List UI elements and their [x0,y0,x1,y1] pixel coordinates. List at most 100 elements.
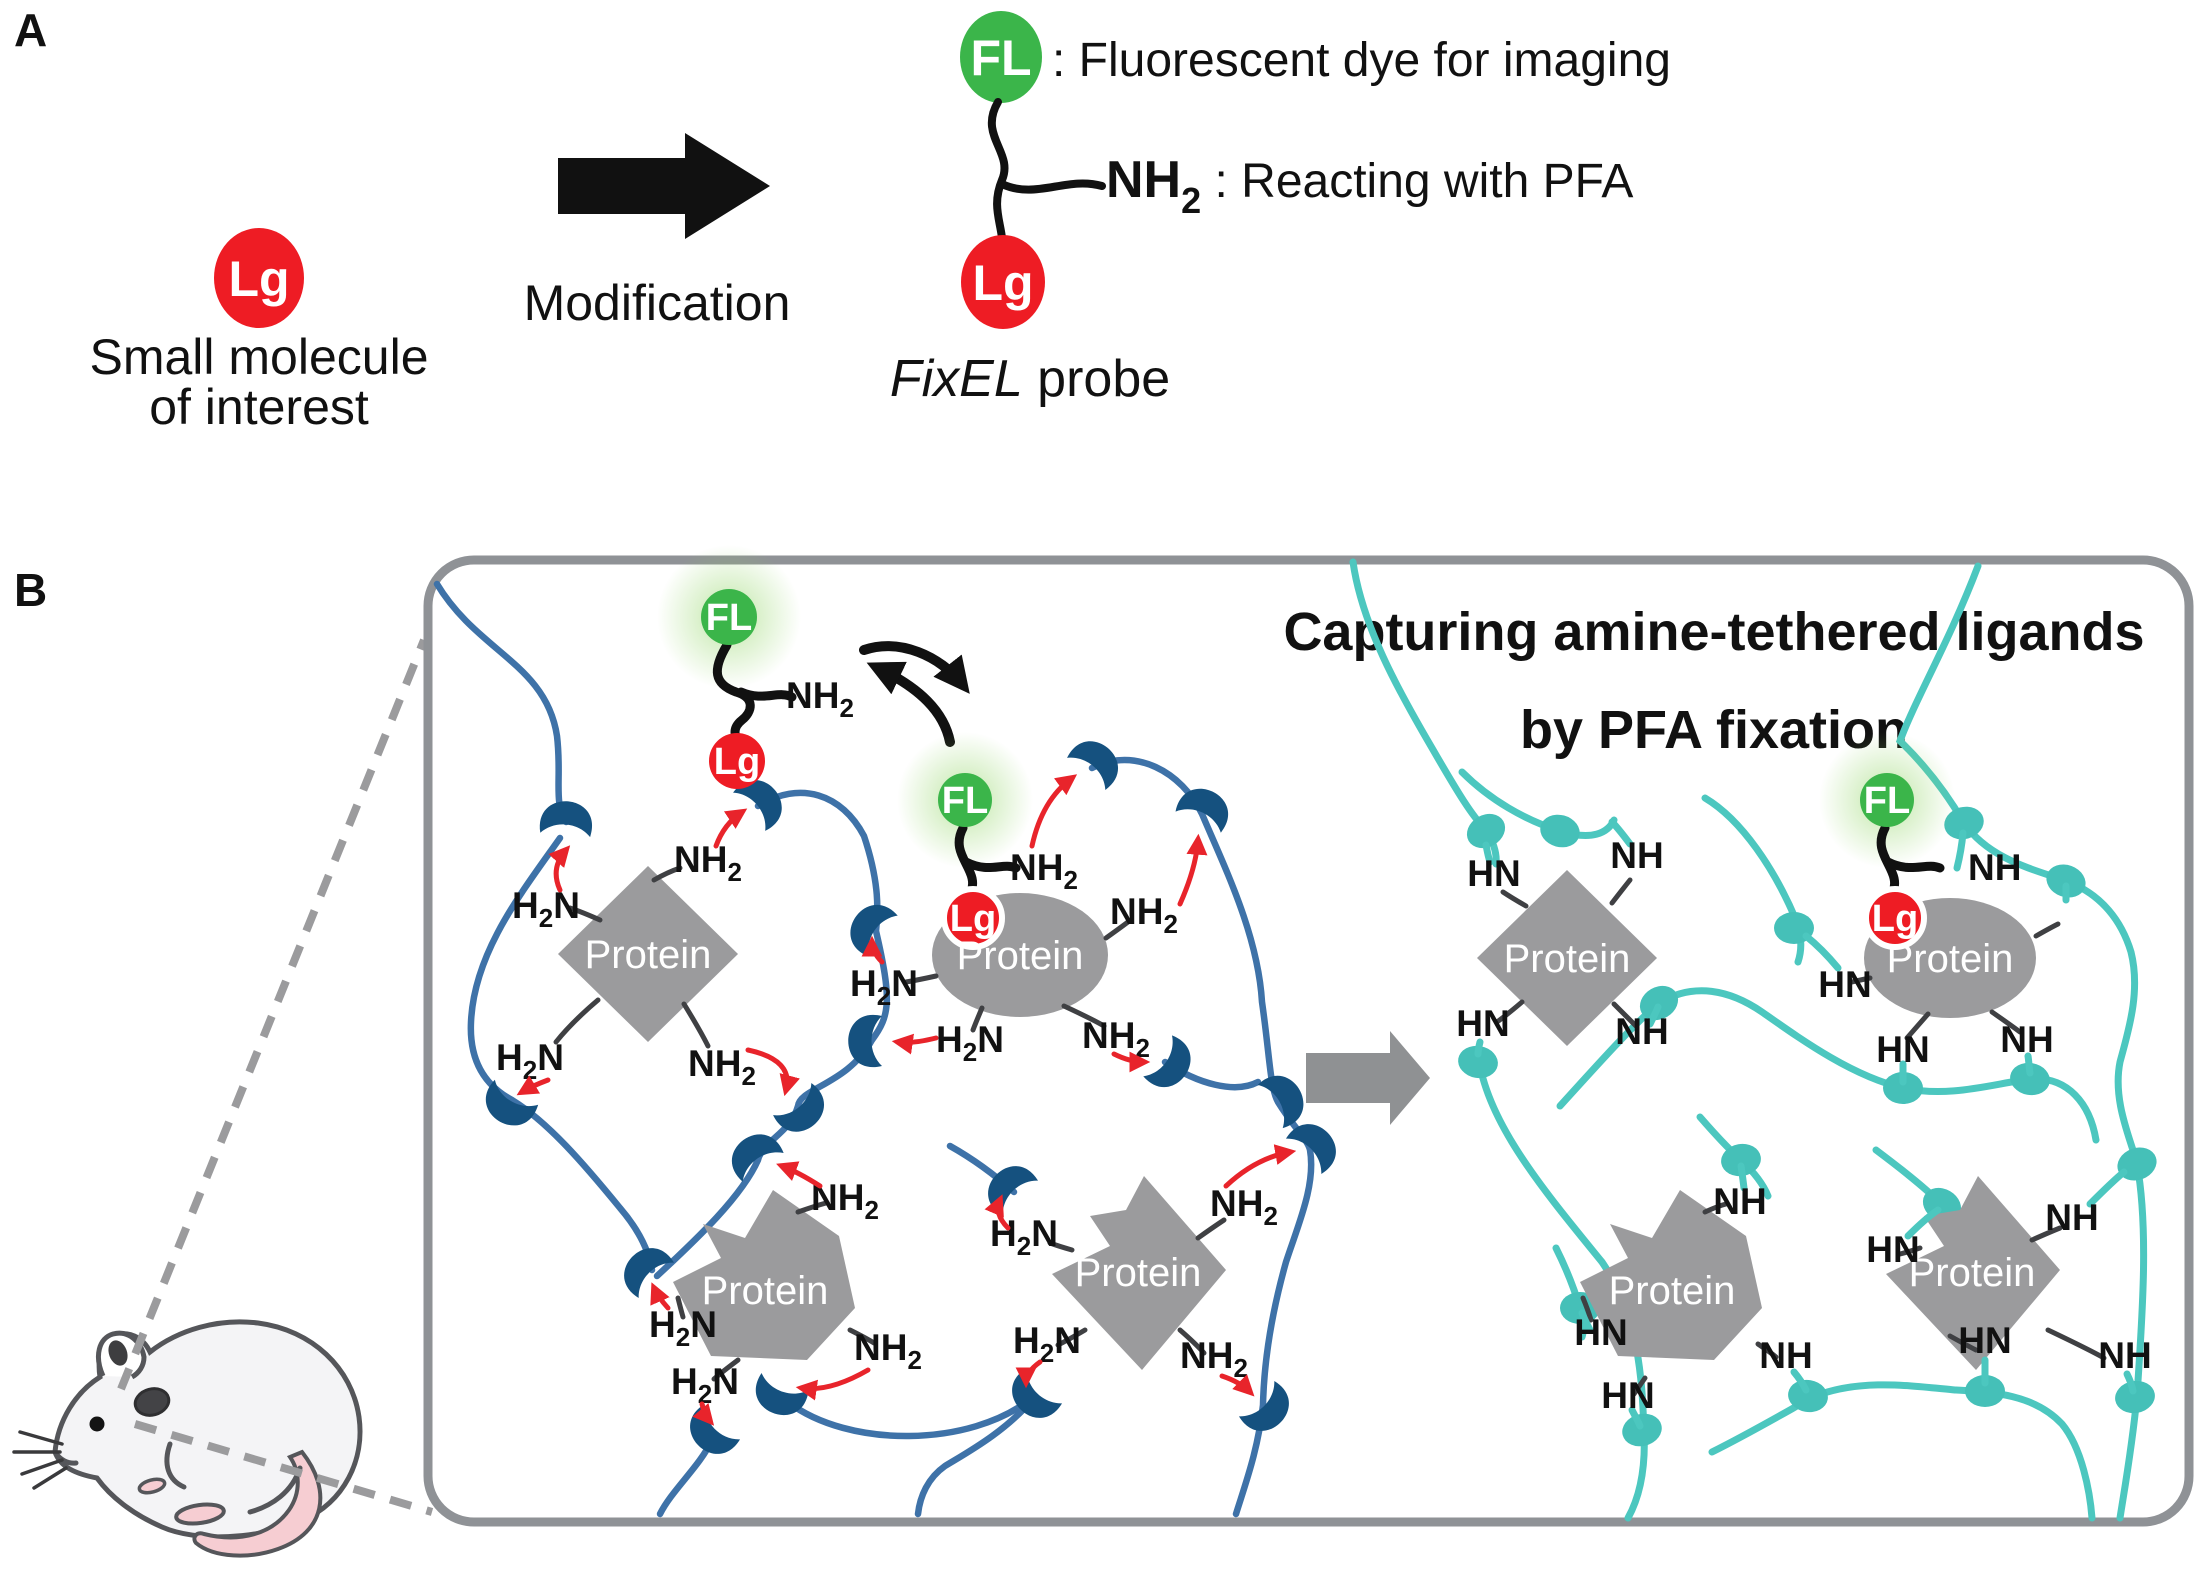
nh-label: NH [1968,847,2021,888]
protein-label: Protein [585,933,712,977]
mouse-mouth [52,1449,79,1466]
protein-label: Protein [1609,1269,1736,1313]
crosslink-bead [2115,1380,2155,1414]
h2n-label: H2N [1013,1320,1081,1368]
fluorophore-badge-label: FL [1864,780,1910,822]
nh2-label: NH2 [688,1043,756,1091]
mouse-eye [89,1416,105,1432]
mouse-paw [137,1477,167,1495]
ligand-badge-label: Lg [228,251,289,307]
ligand-circle [214,228,304,328]
ligand-badge-label: Lg [1872,898,1918,940]
probe-amine-label: NH2 : Reacting with PFA [1106,151,1633,221]
pre-fixation-state: Protein Protein Protein H2N NH2 H2 [433,545,1346,1518]
protein-blob [1886,1176,2060,1370]
nh-label: NH [1610,835,1663,876]
protein-label: Protein [1909,1251,2036,1295]
probe-linker [712,640,755,750]
nh2-label: NH2 [811,1177,879,1225]
ligand-badge-label: Lg [714,741,760,783]
hn-label: HN [1958,1320,2011,1361]
nh2-label: NH2 [854,1327,922,1375]
mouse-whiskers [12,1430,68,1490]
crosslink-bead [1458,1045,1498,1079]
ligand-circle [1863,886,1927,950]
protein-label: Protein [1887,937,2014,981]
h2n-label: H2N [671,1361,739,1409]
nh-label: NH [2000,1019,2053,1060]
protein-label: Protein [1504,937,1631,981]
crosslink-beads [1458,806,2157,1447]
crosslink-bead [1944,806,1984,840]
ligand-circle [709,733,765,789]
crosslink-bead [1639,985,1679,1021]
crosslink-bead [2046,864,2086,898]
nh2-label: NH2 [786,675,854,723]
fluorophore-badge-label: FL [706,597,752,639]
protein-diamond [558,866,738,1042]
post-fixation-state: Protein Protein Protein FL Lg Protein [1349,558,2157,1522]
panel-a: A Lg Small molecule of interest Modifica… [14,4,1671,435]
probe-amine-branch [1883,857,1945,873]
probe-amine-branch [961,857,1021,873]
crosslink-bead [2010,1062,2050,1096]
amide-stubs [1494,877,2107,1397]
panel-b-letter: B [14,564,47,616]
protein-label: Protein [702,1269,829,1313]
amine-stubs [553,865,1227,1382]
crosslink-bead [1721,1143,1761,1177]
fluorophore-legend: : Fluorescent dye for imaging [1052,34,1671,87]
crosslink-bead [1540,814,1580,848]
probe-amine-branch [736,687,797,702]
nh2-label: NH2 [1210,1183,1278,1231]
hn-label: HN [1601,1375,1654,1416]
nh2-label: NH2 [1110,891,1178,939]
nh-label: NH [2045,1197,2098,1238]
h2n-label: H2N [496,1037,564,1085]
nh2-label: NH2 [1180,1335,1248,1383]
fluorophore-circle [960,11,1042,103]
hn-label: HN [1876,1029,1929,1070]
fixation-arrow-icon [1306,1031,1430,1125]
equilibrium-arrows [859,641,970,747]
probe-name: FixEL probe [890,350,1170,408]
crosslink-bead [1466,813,1506,849]
mouse-foot [174,1502,226,1526]
panel-a-letter: A [14,4,47,56]
h2n-label: H2N [850,963,918,1011]
nh-label: NH [1759,1335,1812,1376]
nh-label: NH [2098,1335,2151,1376]
small-molecule-caption-line2: of interest [149,379,369,435]
crosslink-bead [1788,1379,1828,1413]
protein-blob [1052,1176,1226,1370]
mouse-front-leg [164,1441,187,1490]
crosslink-bead [1883,1072,1923,1104]
mouse-tail [192,1449,323,1558]
fluorophore-circle [701,589,757,645]
nh2-label: NH2 [1010,847,1078,895]
h2n-label: H2N [649,1304,717,1352]
mouse-ear-far [133,1387,171,1417]
fixed-fixel-probe: FL Lg [1819,732,1955,950]
mouse-ear-inner [108,1340,128,1366]
protein-pentagon [1580,1190,1762,1360]
crosslink-bead [1622,1413,1662,1447]
amine-labels: H2N NH2 H2N NH2 NH2 H2N H2N NH2 NH2 H2N … [496,839,1278,1409]
bound-fixel-probe: FL Lg NH2 [897,732,1078,950]
h2n-label: H2N [512,885,580,933]
modification-arrow-icon [558,133,770,239]
fluorophore-badge-label: FL [970,30,1031,86]
hn-label: HN [1866,1229,1919,1270]
h2n-label: H2N [936,1019,1004,1067]
fluorophore-circle [938,773,992,827]
hn-label: HN [1456,1003,1509,1044]
protein-pentagon [673,1190,855,1360]
ligand-badge-label: Lg [972,255,1033,311]
nh-label: NH [1615,1011,1668,1052]
nh-label: NH [1713,1181,1766,1222]
panel-b: B Capturing amine-tethered ligands by P [12,545,2194,1558]
panel-b-title-line1: Capturing amine-tethered ligands [1283,602,2144,662]
hn-label: HN [1818,964,1871,1005]
